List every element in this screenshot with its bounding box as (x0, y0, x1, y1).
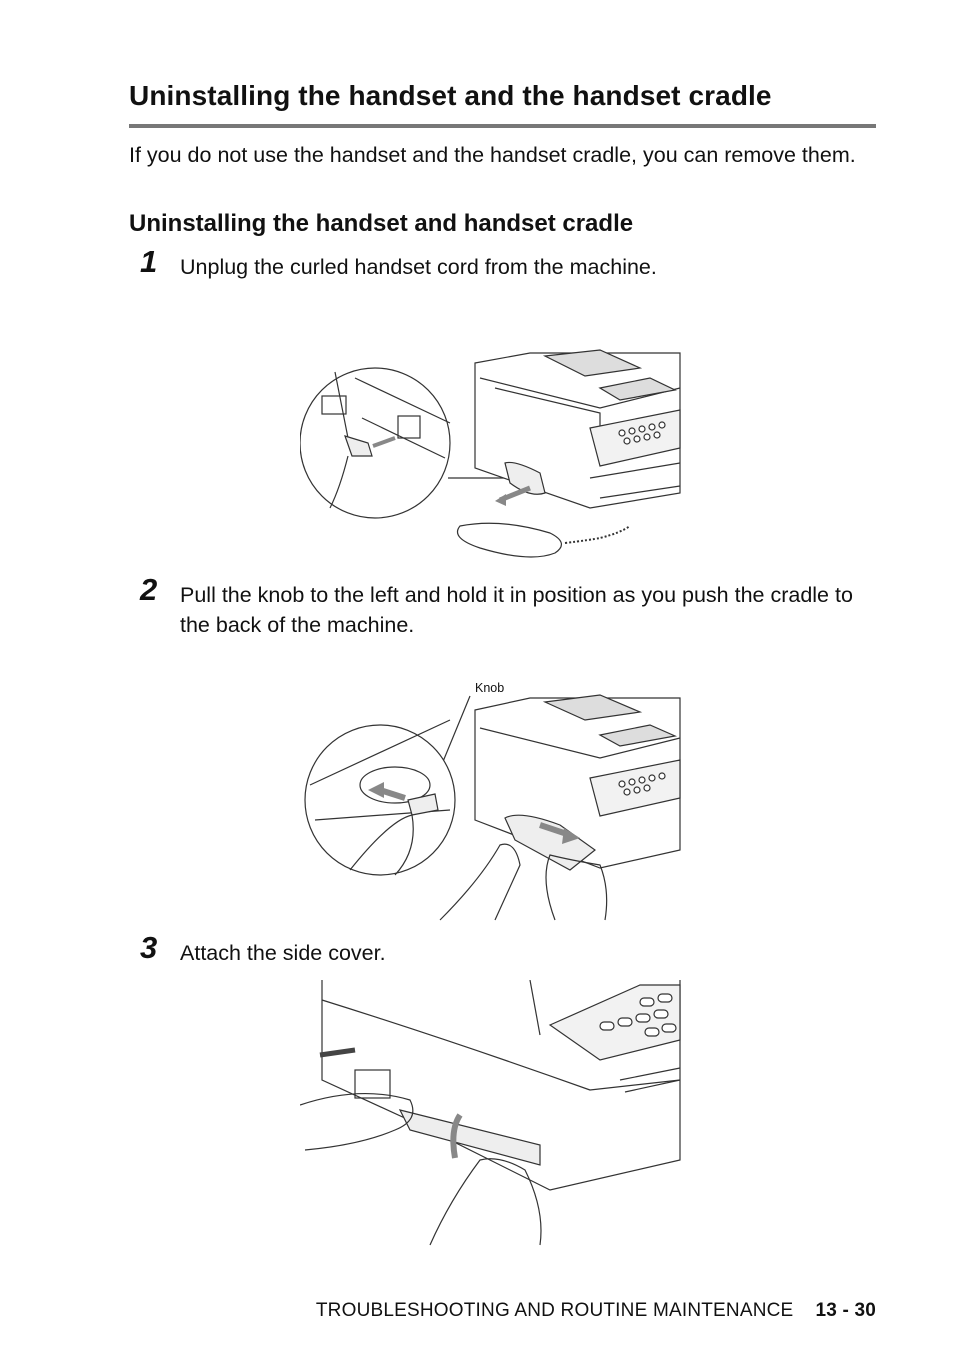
page-number: 13 - 30 (815, 1300, 876, 1321)
step-2-number: 2 (140, 572, 158, 607)
step-1-text: Unplug the curled handset cord from the … (180, 255, 657, 279)
title-rule (129, 124, 876, 128)
step-3-number: 3 (140, 930, 158, 965)
step-3-text: Attach the side cover. (180, 941, 386, 965)
intro-paragraph: If you do not use the handset and the ha… (129, 143, 856, 167)
figure-side-cover (300, 980, 685, 1248)
figure-unplug-cord (300, 348, 685, 566)
figure-push-cradle (300, 690, 685, 930)
step-2-text: Pull the knob to the left and hold it in… (180, 583, 853, 637)
step-1-number: 1 (140, 244, 158, 279)
knob-label: Knob (475, 681, 505, 695)
section-subheading: Uninstalling the handset and handset cra… (129, 210, 634, 237)
footer-section: TROUBLESHOOTING AND ROUTINE MAINTENANCE (315, 1300, 794, 1321)
page-title: Uninstalling the handset and the handset… (129, 80, 772, 111)
page-footer: TROUBLESHOOTING AND ROUTINE MAINTENANCE 1… (316, 1300, 876, 1322)
